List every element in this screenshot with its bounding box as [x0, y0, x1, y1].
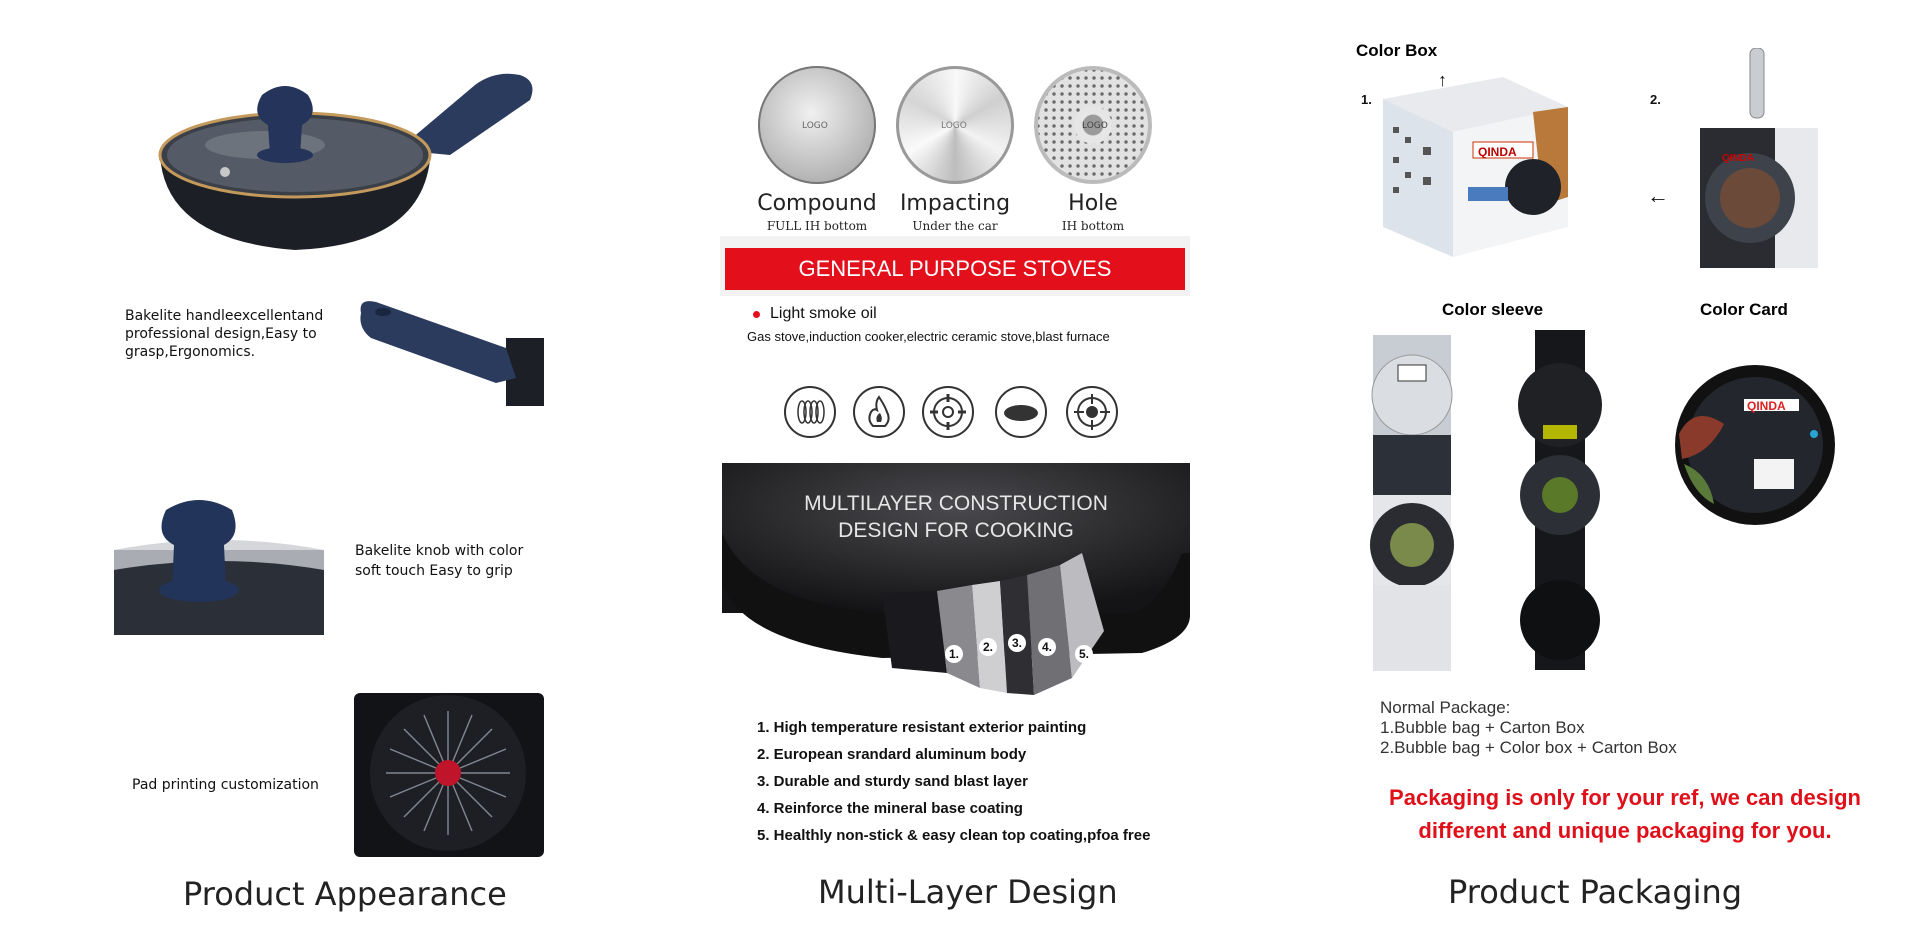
product-appearance-title: Product Appearance — [183, 875, 507, 913]
color-box-image — [1383, 77, 1568, 257]
hole-logo: LOGO — [1082, 121, 1108, 131]
layer-item: 1. High temperature resistant exterior p… — [757, 719, 1087, 736]
layers-list: 1. High temperature resistant exterior p… — [757, 714, 1150, 849]
normal-package-option-1: 1.Bubble bag + Carton Box — [1380, 718, 1585, 737]
compound-sub: FULL IH bottom — [766, 219, 868, 233]
product-packaging-title: Product Packaging — [1448, 873, 1743, 911]
number-2: 2. — [1650, 92, 1661, 107]
gas-burner-icon — [922, 386, 974, 438]
layer-number-3: 3. — [1012, 636, 1023, 650]
packaging-note: Packaging is only for your ref, we can d… — [1360, 781, 1890, 847]
knob-caption: Bakelite knob with color soft touch Easy… — [355, 543, 524, 579]
handle-caption: Bakelite handleexcellentand professional… — [125, 308, 324, 360]
layer-number-5: 5. — [1079, 647, 1090, 661]
sleeve-pan-brand: QINDA — [1722, 153, 1755, 164]
layer-number-1: 1. — [949, 647, 960, 661]
red-bullet — [753, 311, 760, 318]
ceramic-plate-icon — [995, 386, 1047, 438]
color-sleeve-light-image — [1370, 335, 1454, 671]
compound-bottom-image — [758, 66, 876, 184]
color-card-image — [1675, 365, 1835, 525]
layer-number-4: 4. — [1042, 640, 1053, 654]
packaging-note-line-2: different and unique packaging for you. — [1418, 818, 1832, 843]
color-card-brand: QINDA — [1747, 399, 1786, 413]
number-1: 1. — [1361, 92, 1372, 107]
hole-bottom-image — [1034, 66, 1152, 184]
pad-caption: Pad printing customization — [132, 777, 319, 793]
impacting-logo: LOGO — [941, 121, 967, 131]
hole-sub: IH bottom — [1061, 219, 1125, 233]
layer-number-2: 2. — [983, 640, 994, 654]
layer-item: 2. European srandard aluminum body — [757, 746, 1027, 763]
color-box-label: Color Box — [1356, 41, 1438, 60]
layer-item: 5. Healthly non-stick & easy clean top c… — [757, 827, 1151, 844]
construction-title-2: DESIGN FOR COOKING — [838, 519, 1074, 542]
layer-item: 3. Durable and sturdy sand blast layer — [757, 773, 1028, 790]
impacting-sub: Under the car — [912, 219, 998, 233]
multi-layer-title: Multi-Layer Design — [818, 873, 1118, 911]
arrow-up-icon: ↑ — [1438, 70, 1447, 90]
arrow-left-icon: ← — [1647, 183, 1669, 208]
bakelite-handle-image — [360, 301, 544, 406]
induction-icon — [1066, 386, 1118, 438]
frying-pan-image — [158, 73, 533, 250]
normal-package-block: Normal Package: 1.Bubble bag + Carton Bo… — [1380, 698, 1677, 758]
pad-printing-image — [354, 693, 544, 857]
color-sleeve-label: Color sleeve — [1442, 300, 1544, 319]
normal-package-title: Normal Package: — [1380, 698, 1511, 717]
color-sleeve-dark-image — [1518, 330, 1602, 670]
normal-package-option-2: 2.Bubble bag + Color box + Carton Box — [1380, 738, 1677, 757]
multilayer-construction-image — [722, 463, 1190, 695]
general-purpose-banner-text: GENERAL PURPOSE STOVES — [725, 248, 1185, 290]
construction-title-1: MULTILAYER CONSTRUCTION — [804, 492, 1108, 515]
layer-item: 4. Reinforce the mineral base coating — [757, 800, 1023, 817]
color-card-label: Color Card — [1700, 300, 1788, 319]
light-smoke-oil: Light smoke oil — [770, 305, 877, 322]
gas-flame-icon — [853, 386, 905, 438]
bakelite-knob-image — [114, 500, 324, 635]
coil-stove-icon — [784, 386, 836, 438]
impacting-label: Impacting — [899, 191, 1011, 216]
stoves-text: Gas stove,induction cooker,electric cera… — [747, 329, 1110, 344]
packaging-note-line-1: Packaging is only for your ref, we can d… — [1389, 785, 1861, 810]
compound-label: Compound — [757, 191, 877, 216]
hole-label: Hole — [1068, 191, 1118, 216]
impacting-bottom-image — [896, 66, 1014, 184]
sleeve-pan-image — [1700, 48, 1818, 268]
compound-logo: LOGO — [802, 121, 828, 131]
color-box-brand: QINDA — [1478, 145, 1517, 159]
